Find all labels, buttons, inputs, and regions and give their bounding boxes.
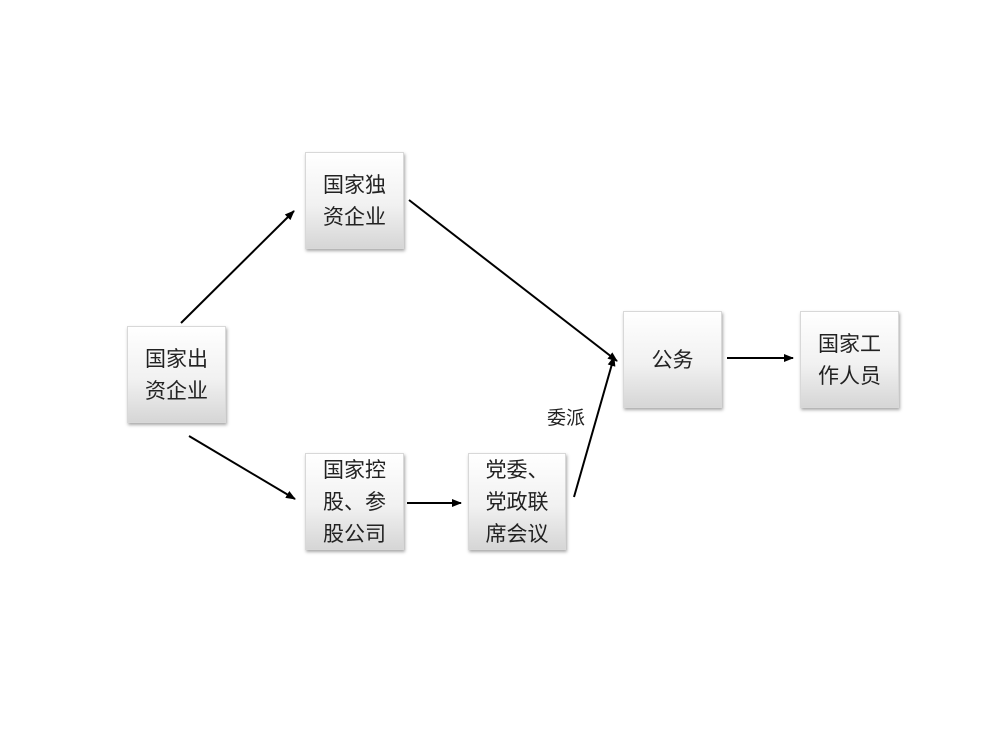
arrow-invested-to-sole — [180, 210, 295, 324]
node-text: 公务 — [651, 347, 694, 372]
edge-label-appoint: 委派 — [547, 407, 586, 429]
node-party-committee-meeting: 党委、 党政联 席会议 — [468, 453, 566, 550]
node-state-sole-enterprise: 国家独 资企业 — [305, 152, 404, 249]
node-text: 席会议 — [485, 521, 549, 546]
node-text: 作人员 — [818, 363, 881, 388]
node-text: 党委、 — [485, 457, 549, 482]
node-text: 国家工 — [818, 331, 881, 356]
node-state-invested-enterprise: 国家出 资企业 — [127, 326, 226, 423]
node-public-affairs: 公务 — [623, 311, 722, 408]
node-text: 党政联 — [485, 489, 549, 514]
node-text: 国家控 — [323, 457, 386, 482]
node-text: 资企业 — [145, 378, 208, 403]
node-text: 股、参 — [323, 489, 386, 514]
node-state-staff: 国家工 作人员 — [800, 311, 899, 408]
node-text: 股公司 — [323, 521, 386, 546]
node-text: 国家独 — [323, 172, 386, 197]
node-text: 国家出 — [145, 346, 208, 371]
arrow-party-to-affairs — [573, 356, 616, 498]
node-state-holding-company: 国家控 股、参 股公司 — [305, 453, 404, 550]
arrow-sole-to-affairs — [408, 199, 618, 362]
node-text: 资企业 — [323, 204, 386, 229]
arrow-invested-to-holding — [188, 435, 296, 500]
